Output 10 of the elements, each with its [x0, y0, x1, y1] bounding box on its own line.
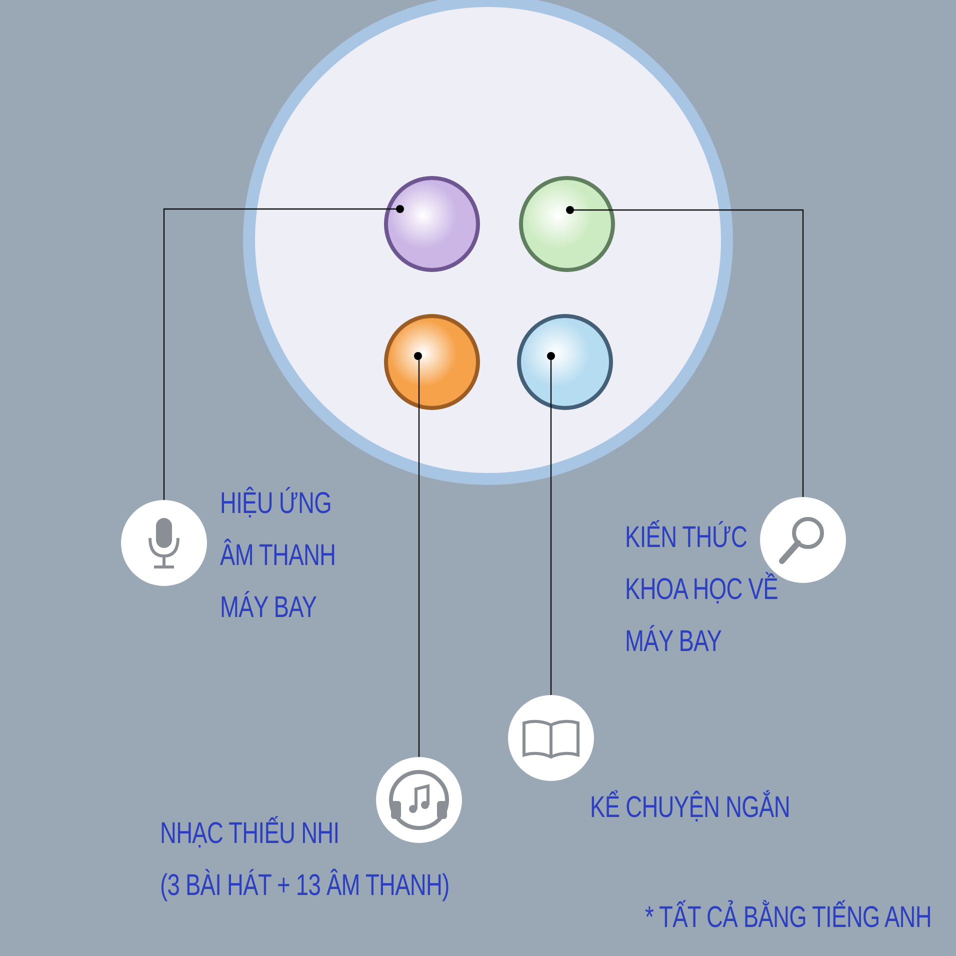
- leader-line: [566, 206, 804, 497]
- feature-label: KIẾN THỨC KHOA HỌC VỀ MÁY BAY: [625, 519, 779, 660]
- feature-label: NHẠC THIẾU NHI: [160, 815, 340, 852]
- leader-line: [547, 352, 555, 695]
- leader-line: [414, 352, 422, 757]
- feature-label: KỂ CHUYỆN NGẮN: [590, 789, 791, 826]
- feature-label: HIỆU ỨNG ÂM THANH MÁY BAY: [220, 486, 337, 626]
- leader-line: [163, 205, 404, 500]
- footnote: * TẤT CẢ BẰNG TIẾNG ANH: [645, 899, 932, 936]
- feature-label: (3 BÀI HÁT + 13 ÂM THANH): [160, 868, 450, 904]
